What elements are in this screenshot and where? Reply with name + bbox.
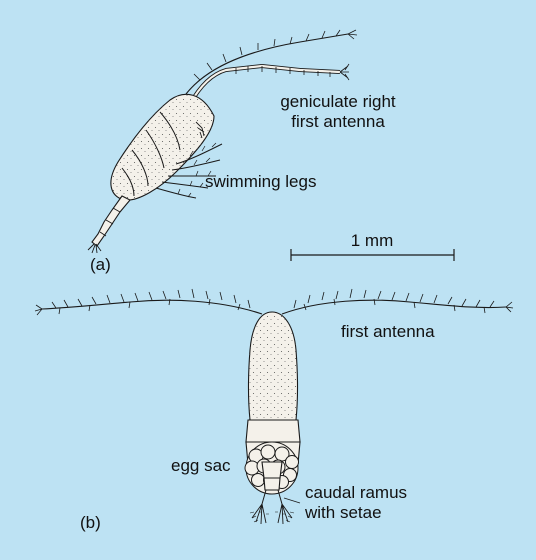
caudal-ramus-label: caudal ramus with setae	[305, 483, 407, 523]
egg-sac-label: egg sac	[171, 456, 231, 476]
first-antenna-label: first antenna	[341, 322, 435, 342]
swimming-legs-label: swimming legs	[205, 172, 316, 192]
copepod-side-view	[88, 30, 357, 253]
copepod-dorsal-view	[35, 289, 513, 524]
scale-bar-label: 1 mm	[322, 231, 422, 251]
left-first-antenna	[42, 300, 262, 314]
panel-a-tag: (a)	[90, 255, 111, 275]
caudal-ramus-label-line2: with setae	[305, 503, 407, 523]
urosome-dorsal	[262, 462, 282, 478]
panel-b-tag: (b)	[80, 513, 101, 533]
urosome	[92, 196, 130, 246]
geniculate-antenna-label-line1: geniculate right	[258, 92, 418, 112]
upper-antenna	[186, 34, 348, 94]
geniculate-antenna-label: geniculate right first antenna	[258, 92, 418, 132]
caudal-ramus-label-line1: caudal ramus	[305, 483, 407, 503]
caudal-rami	[250, 490, 294, 524]
right-first-antenna	[282, 300, 506, 314]
geniculate-antenna-label-line2: first antenna	[258, 112, 418, 132]
